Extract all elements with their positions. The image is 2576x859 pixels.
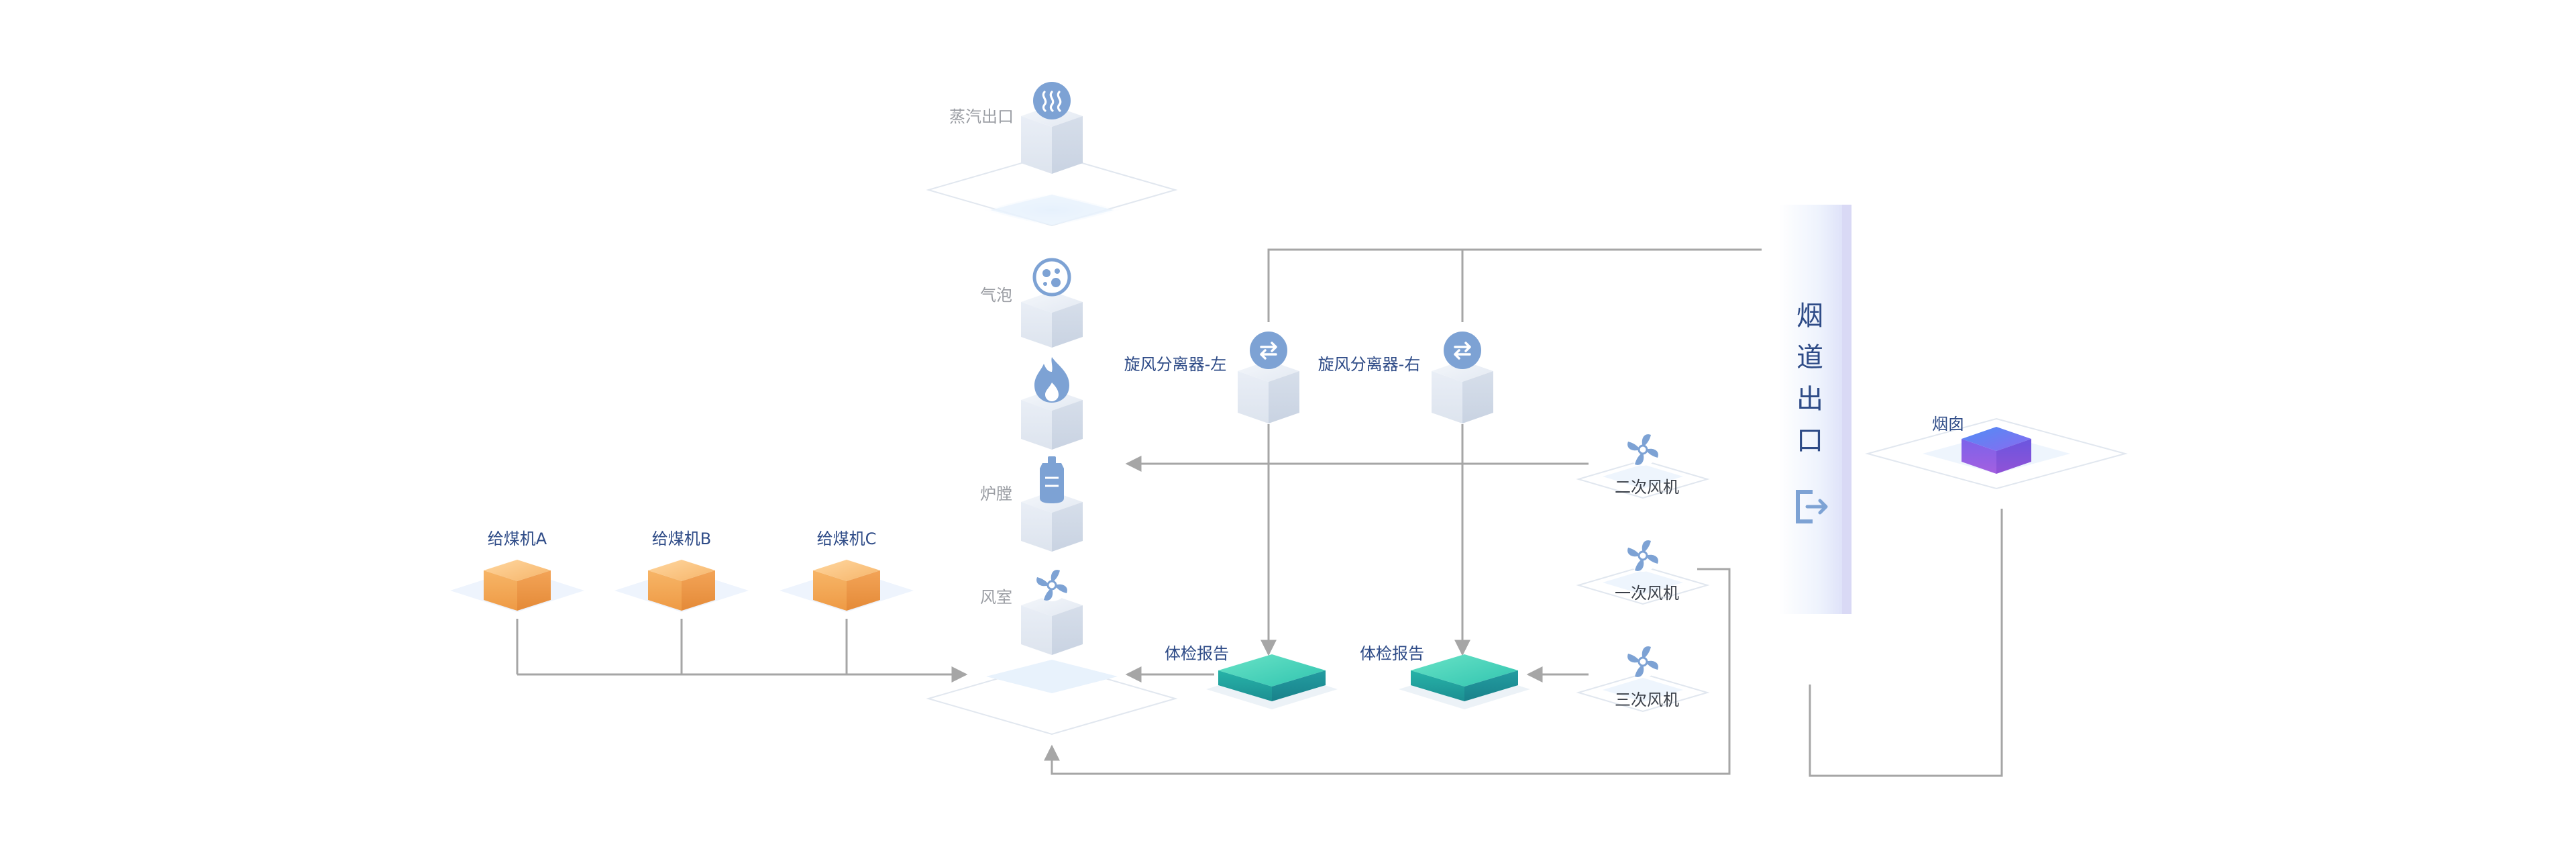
feeder-b-label: 给煤机B [651,529,712,548]
flue-outlet-title: 烟 道 出 口 [1779,295,1841,462]
primary-fan-label: 一次风机 [1615,584,1679,603]
furnace-label: 炉膛 [980,485,1012,503]
report-left[interactable] [1206,654,1338,709]
boiler-column [926,82,1178,736]
cyclone-right-icon [1444,332,1481,369]
feeder-c[interactable] [780,560,914,612]
primary-fan[interactable] [1576,565,1710,605]
flue-char-4: 口 [1796,425,1823,456]
cyclone-left-label: 旋风分离器-左 [1124,355,1227,374]
flue-char-1: 烟 [1796,301,1823,332]
steam-platform [926,153,1178,227]
chimney-label: 烟囱 [1932,415,1964,434]
flue-outlet-panel[interactable] [1779,205,1851,614]
primary-fan-icon [1625,538,1660,573]
furnace-cube [1021,491,1083,552]
report-left-label: 体检报告 [1165,644,1229,663]
wind-chamber-fan-icon [1034,568,1069,603]
connectors [516,248,2003,777]
report-right-label: 体检报告 [1360,644,1424,663]
feeder-a-label: 给煤机A [487,529,547,548]
report-right[interactable] [1399,654,1530,709]
feeder-c-label: 给煤机C [816,529,877,548]
feeder-a[interactable] [450,560,584,612]
wind-chamber-label: 风室 [980,588,1012,607]
steam-icon [1033,82,1071,119]
flue-char-2: 道 [1796,342,1823,373]
tertiary-fan-label: 三次风机 [1615,691,1679,709]
primary-fan-connector [1044,568,1731,775]
secondary-fan-label: 二次风机 [1615,478,1679,497]
bubble-icon [1032,258,1071,297]
secondary-fan-icon [1625,432,1660,467]
flue-char-3: 出 [1796,384,1823,415]
tertiary-fan[interactable] [1576,672,1710,713]
cyclone-left [1238,360,1299,423]
bubble-cube [1021,291,1083,348]
flue-header-connector [1267,248,1762,322]
cyclone-right [1432,360,1493,423]
base-platform [926,660,1178,736]
secondary-fan[interactable] [1576,459,1710,499]
cyclone-left-icon [1250,332,1287,369]
wind-chamber-cube [1021,595,1083,655]
flue-to-chimney-connector [1809,509,2003,777]
chimney[interactable] [1865,417,2128,490]
furnace-icon [1040,456,1064,503]
cyclone-right-label: 旋风分离器-右 [1318,355,1421,374]
fire-icon [1034,357,1069,403]
exit-icon [1796,490,1828,523]
tertiary-fan-icon [1625,644,1660,679]
feeder-b[interactable] [614,560,749,612]
steam-outlet-label: 蒸汽出口 [949,107,1014,126]
bubble-label: 气泡 [980,286,1012,305]
